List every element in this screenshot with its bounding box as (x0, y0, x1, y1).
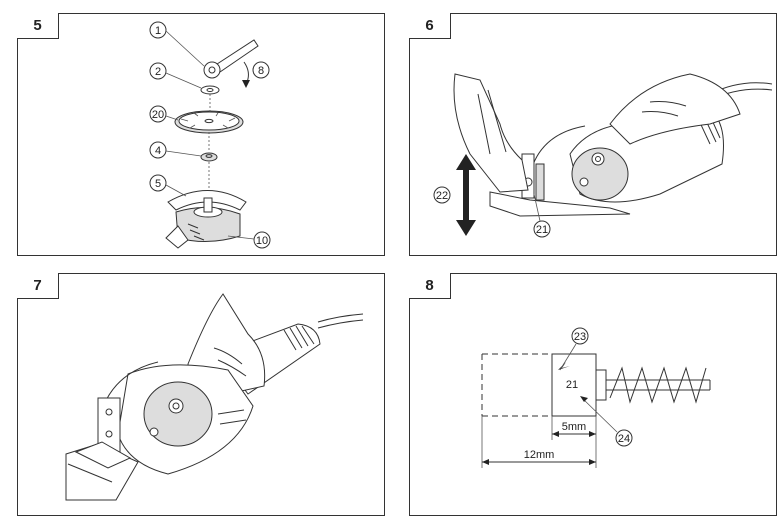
outer-flange (200, 85, 220, 95)
panel-7-illustration (65, 293, 364, 501)
callout-8: 8 (252, 61, 270, 79)
panel-7-number: 7 (17, 273, 59, 299)
panel-5: 5 (17, 13, 385, 256)
panel-8-number: 8 (409, 273, 451, 299)
dimension-12mm: 12mm (482, 449, 596, 465)
panel-6-illustration: 22 21 (433, 73, 773, 238)
svg-text:22: 22 (436, 190, 448, 202)
callout-4: 4 (149, 141, 202, 159)
svg-text:23: 23 (574, 331, 586, 343)
svg-text:8: 8 (258, 65, 264, 77)
callout-5: 5 (149, 174, 187, 197)
svg-text:20: 20 (152, 109, 164, 121)
diamond-wheel (174, 110, 244, 134)
hand-right (609, 73, 741, 145)
panel-8-illustration: 21 23 24 (481, 327, 711, 468)
callout-23: 23 (558, 327, 589, 371)
grinder-head (117, 364, 254, 475)
svg-text:4: 4 (155, 145, 161, 157)
svg-text:24: 24 (618, 433, 630, 445)
callout-24: 24 (580, 396, 633, 447)
panel-5-number: 5 (17, 13, 59, 39)
rotation-arrow-icon (242, 61, 250, 88)
up-down-arrow-icon (456, 154, 476, 236)
workpiece (65, 441, 139, 501)
callout-1: 1 (149, 21, 205, 67)
svg-text:12mm: 12mm (524, 449, 555, 461)
grinder-body (165, 197, 241, 249)
panel-5-illustration: 1 2 20 4 5 10 8 (149, 21, 271, 249)
callout-21: 21 (533, 193, 551, 238)
svg-text:10: 10 (256, 235, 268, 247)
svg-text:5mm: 5mm (562, 421, 586, 433)
callout-2: 2 (149, 62, 202, 89)
grinder-housing (569, 109, 724, 203)
spring (595, 366, 711, 404)
base-plate (489, 191, 631, 217)
bracket-box (551, 353, 597, 417)
dashed-outline (481, 353, 552, 417)
panel-8: 8 21 23 24 (409, 273, 777, 516)
panel-6-number: 6 (409, 13, 451, 39)
callout-10: 10 (227, 231, 271, 249)
panel-6: 6 (409, 13, 777, 256)
svg-text:5: 5 (155, 178, 161, 190)
svg-text:1: 1 (155, 25, 161, 37)
callout-20: 20 (149, 105, 179, 123)
panel-7: 7 (17, 273, 385, 516)
wrench-icon (203, 39, 259, 79)
box-label: 21 (566, 379, 578, 391)
hand-left (453, 73, 529, 193)
svg-text:21: 21 (536, 224, 548, 236)
callout-22: 22 (433, 186, 451, 204)
svg-text:2: 2 (155, 66, 161, 78)
dimension-5mm: 5mm (552, 421, 596, 437)
